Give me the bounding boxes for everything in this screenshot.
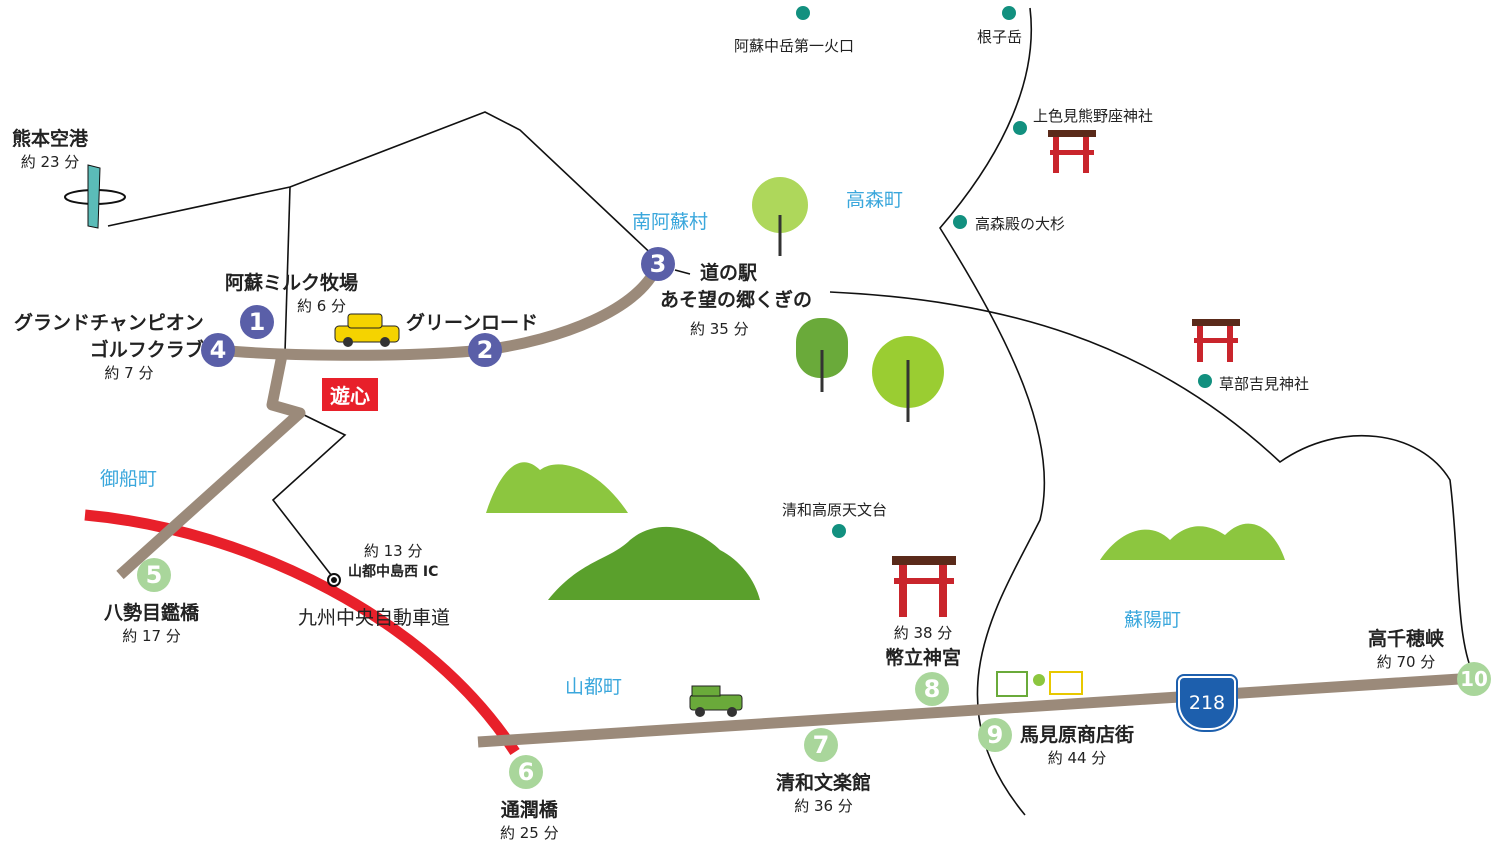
expressway-line bbox=[84, 509, 520, 755]
marker-4[interactable]: 4 bbox=[201, 333, 235, 367]
spot-2-label: グリーンロード bbox=[406, 312, 539, 334]
spot-8-label: 約 38 分幣立神宮 bbox=[885, 624, 962, 669]
marker-7[interactable]: 7 bbox=[804, 728, 838, 762]
mountain-icons bbox=[486, 462, 1285, 600]
plane-icon bbox=[64, 164, 126, 229]
torii-icons bbox=[892, 130, 1240, 617]
marker-1[interactable]: 1 bbox=[240, 305, 274, 339]
airport-label: 熊本空港約 23 分 bbox=[12, 128, 89, 171]
town-takamori: 高森町 bbox=[846, 189, 904, 211]
poi-nakadake: 阿蘇中岳第一火口 bbox=[734, 37, 855, 55]
route-218-shield: 218 bbox=[1178, 676, 1236, 730]
marker-9[interactable]: 9 bbox=[978, 718, 1012, 752]
shop-icons bbox=[996, 671, 1083, 697]
spot-3-label: 道の駅あそ望の郷くぎの約 35 分 bbox=[660, 262, 813, 338]
car-icon bbox=[334, 313, 400, 347]
spot-6-label: 通潤橋約 25 分 bbox=[500, 799, 559, 842]
tree-icons bbox=[752, 177, 944, 422]
thin-roads bbox=[107, 7, 1476, 816]
expressway-label: 九州中央自動車道 bbox=[298, 607, 451, 629]
spot-7-label: 清和文楽館約 36 分 bbox=[776, 772, 872, 815]
town-yamato: 山都町 bbox=[565, 676, 623, 698]
spot-4-label: グランドチャンピオンゴルフクラブ約 7 分 bbox=[14, 312, 204, 382]
spot-9-label: 馬見原商店街約 44 分 bbox=[1020, 724, 1135, 767]
town-minamiaso: 南阿蘇村 bbox=[632, 211, 709, 233]
poi-osugi: 高森殿の大杉 bbox=[975, 215, 1066, 233]
marker-2[interactable]: 2 bbox=[468, 333, 502, 367]
poi-kamishikimi: 上色見熊野座神社 bbox=[1033, 107, 1154, 125]
marker-8[interactable]: 8 bbox=[915, 672, 949, 706]
spot-10-label: 高千穂峡約 70 分 bbox=[1368, 628, 1445, 671]
town-mifune: 御船町 bbox=[100, 468, 158, 490]
poi-observatory: 清和高原天文台 bbox=[782, 501, 888, 519]
spot-1-label: 阿蘇ミルク牧場約 6 分 bbox=[225, 272, 359, 315]
poi-kusakabe: 草部吉見神社 bbox=[1219, 375, 1310, 393]
marker-5[interactable]: 5 bbox=[137, 558, 171, 592]
poi-dots bbox=[796, 6, 1212, 538]
jeep-icon bbox=[689, 685, 743, 717]
ic-label: 約 13 分山都中島西 IC bbox=[348, 542, 439, 580]
poi-nekodake: 根子岳 bbox=[977, 28, 1023, 46]
marker-3[interactable]: 3 bbox=[641, 247, 675, 281]
town-soyo: 蘇陽町 bbox=[1124, 609, 1182, 631]
origin-yushin-badge: 遊心 bbox=[322, 378, 378, 411]
marker-10[interactable]: 10 bbox=[1457, 662, 1491, 696]
marker-6[interactable]: 6 bbox=[509, 755, 543, 789]
spot-5-label: 八勢目鑑橋約 17 分 bbox=[104, 602, 200, 645]
